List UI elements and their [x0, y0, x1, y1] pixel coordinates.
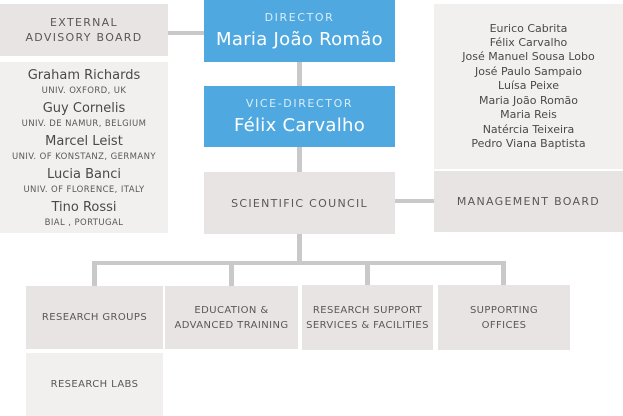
scientific-council-box: SCIENTIFIC COUNCIL — [204, 172, 395, 234]
connector-director-vicedirector — [297, 62, 302, 86]
management-board-member: Natércia Teixeira — [482, 122, 575, 136]
external-advisory-board-box: EXTERNAL ADVISORY BOARD — [0, 4, 168, 56]
vice-director-name: Félix Carvalho — [233, 114, 366, 136]
external-advisory-members-box: Graham Richards UNIV. OXFORD, UK Guy Cor… — [0, 62, 168, 233]
connector-vicedirector-council — [297, 147, 302, 172]
advisory-member-name: Graham Richards — [27, 68, 141, 83]
director-role-label: DIRECTOR — [264, 11, 335, 24]
research-labs-label: RESEARCH LABS — [50, 379, 139, 390]
vice-director-box: VICE-DIRECTOR Félix Carvalho — [204, 86, 395, 147]
director-box: DIRECTOR Maria João Romão — [204, 0, 395, 62]
research-labs-box: RESEARCH LABS — [26, 353, 163, 416]
vice-director-role-label: VICE-DIRECTOR — [245, 96, 354, 110]
advisory-member: Guy Cornelis UNIV. DE NAMUR, BELGIUM — [22, 99, 147, 130]
advisory-member: Tino Rossi BIAL , PORTUGAL — [45, 198, 124, 229]
connector-drop-education — [229, 261, 234, 287]
advisory-member-name: Tino Rossi — [51, 200, 117, 215]
education-label-line2: ADVANCED TRAINING — [174, 319, 289, 331]
research-groups-label: RESEARCH GROUPS — [41, 312, 148, 323]
advisory-member: Lucia Banci UNIV. OF FLORENCE, ITALY — [23, 165, 144, 196]
advisory-member-affiliation: UNIV. OF KONSTANZ, GERMANY — [12, 152, 156, 162]
supporting-offices-box: SUPPORTING OFFICES — [438, 285, 570, 350]
advisory-member-name: Marcel Leist — [45, 134, 123, 149]
research-support-services-box: RESEARCH SUPPORT SERVICES & FACILITIES — [302, 285, 433, 350]
connector-council-units — [297, 233, 302, 262]
research-support-label-line1: RESEARCH SUPPORT — [312, 304, 423, 316]
advisory-member-affiliation: UNIV. OXFORD, UK — [41, 86, 127, 96]
connector-advisory-director — [168, 31, 205, 35]
research-groups-box: RESEARCH GROUPS — [26, 286, 163, 349]
advisory-member-affiliation: UNIV. DE NAMUR, BELGIUM — [21, 119, 147, 129]
research-support-label-line2: SERVICES & FACILITIES — [306, 319, 429, 331]
management-board-label: MANAGEMENT BOARD — [456, 195, 601, 208]
management-board-member: Maria João Romão — [478, 93, 579, 107]
management-board-member: Félix Carvalho — [489, 36, 568, 50]
connector-units-horizontal — [92, 261, 506, 265]
external-advisory-board-title-line1: EXTERNAL — [50, 16, 118, 29]
scientific-council-label: SCIENTIFIC COUNCIL — [231, 196, 368, 210]
management-board-member: José Paulo Sampaio — [474, 64, 583, 78]
external-advisory-board-title-line2: ADVISORY BOARD — [25, 31, 143, 44]
advisory-member: Marcel Leist UNIV. OF KONSTANZ, GERMANY — [12, 132, 156, 163]
connector-drop-supporting-offices — [501, 261, 506, 287]
management-board-member: Luísa Peixe — [498, 79, 559, 93]
management-board-member: Eurico Cabrita — [489, 21, 568, 35]
management-board-member: Pedro Viana Baptista — [471, 136, 586, 150]
management-board-members-box: Eurico Cabrita Félix Carvalho José Manue… — [434, 4, 623, 169]
advisory-member-affiliation: UNIV. OF FLORENCE, ITALY — [23, 185, 145, 195]
supporting-offices-label-line1: SUPPORTING — [469, 304, 539, 316]
connector-drop-research-support — [365, 261, 370, 287]
advisory-member-name: Guy Cornelis — [42, 101, 126, 116]
advisory-member: Graham Richards UNIV. OXFORD, UK — [28, 66, 141, 97]
director-name: Maria João Romão — [216, 29, 383, 50]
management-board-member: Maria Reis — [500, 108, 557, 122]
advisory-member-name: Lucia Banci — [46, 167, 121, 182]
connector-drop-research-groups — [92, 261, 97, 287]
education-advanced-training-box: EDUCATION & ADVANCED TRAINING — [165, 286, 298, 349]
management-board-box: MANAGEMENT BOARD — [434, 171, 623, 232]
connector-council-management — [395, 199, 435, 203]
education-label-line1: EDUCATION & — [194, 304, 269, 316]
supporting-offices-label-line2: OFFICES — [481, 319, 527, 331]
management-board-member: José Manuel Sousa Lobo — [462, 50, 595, 64]
advisory-member-affiliation: BIAL , PORTUGAL — [44, 218, 124, 228]
